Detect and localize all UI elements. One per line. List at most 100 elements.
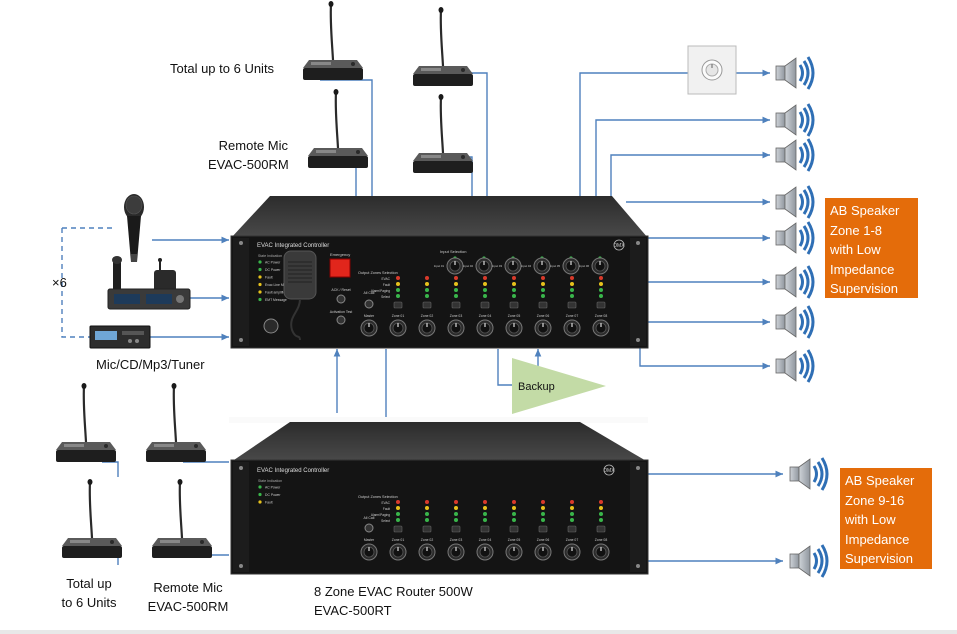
controller-brand: DMX	[613, 243, 625, 249]
input-select-knob[interactable]	[533, 257, 551, 275]
speaker-icon	[774, 264, 815, 300]
callout-zone-1-8-line: Supervision	[830, 281, 898, 296]
mic-socket	[263, 318, 279, 334]
bottom-units-line1: Total up	[66, 576, 112, 591]
state-label: EMT Message	[265, 298, 287, 302]
master-volume-knob[interactable]	[360, 543, 378, 561]
master-label: Master	[364, 538, 375, 542]
all-call-label: All Call	[364, 291, 375, 295]
sources-label: Mic/CD/Mp3/Tuner	[96, 357, 205, 372]
status-row-label: EVAC	[382, 501, 391, 505]
callout-zone-1-8: AB Speaker Zone 1-8 with Low Impedance S…	[825, 198, 918, 298]
input-select-knob[interactable]	[446, 257, 464, 275]
zone-label: Zone 03	[450, 314, 463, 318]
zone-volume-knob[interactable]	[505, 543, 523, 561]
bottom-units-line2: to 6 Units	[61, 595, 117, 610]
zone-volume-knob[interactable]	[476, 319, 494, 337]
zone-volume-knob[interactable]	[592, 319, 610, 337]
input-label: Input 04	[521, 264, 532, 268]
volume-control-icon	[687, 45, 737, 95]
ack-reset-button[interactable]	[336, 294, 346, 304]
zone-volume-knob[interactable]	[389, 543, 407, 561]
backup-amplifier: Backup	[512, 358, 606, 414]
zone-label: Zone 01	[392, 314, 405, 318]
state-led	[258, 275, 262, 279]
zone-label: Zone 03	[450, 538, 463, 542]
wireless-receiver-icon	[107, 288, 191, 310]
zone-volume-knob[interactable]	[418, 319, 436, 337]
all-call-button[interactable]	[364, 523, 374, 533]
state-label: AC Power	[265, 260, 281, 264]
state-label: DC Power	[265, 268, 281, 272]
times-six-label: ×6	[52, 275, 67, 290]
zone-label: Zone 06	[537, 314, 550, 318]
zone-volume-knob[interactable]	[418, 543, 436, 561]
zone-volume-knob[interactable]	[447, 543, 465, 561]
wireless-mic-icon	[112, 256, 122, 296]
speaker-icon	[774, 55, 815, 91]
fireman-mic-icon	[283, 250, 317, 341]
status-row-label: Select	[381, 519, 390, 523]
zone-volume-knob[interactable]	[534, 319, 552, 337]
bottom-rule	[0, 630, 957, 634]
status-row-label: Fault	[383, 507, 390, 511]
input-label: Input 02	[463, 264, 474, 268]
media-player-icon	[89, 325, 151, 349]
top-remote-mic-line1: Remote Mic	[218, 138, 288, 153]
zone-volume-knob[interactable]	[534, 543, 552, 561]
state-label: DC Power	[265, 493, 281, 497]
zone-volume-knob[interactable]	[389, 319, 407, 337]
activation-test-label: Activation Test	[330, 310, 353, 314]
all-call-button[interactable]	[364, 299, 374, 309]
zone-volume-knob[interactable]	[476, 543, 494, 561]
state-led	[258, 485, 262, 489]
zone-volume-knob[interactable]	[505, 319, 523, 337]
callout-zone-1-8-line: Zone 1-8	[830, 222, 883, 238]
zone-volume-knob[interactable]	[563, 319, 581, 337]
input-select-knob[interactable]	[562, 257, 580, 275]
bottom-remote-mic-line1: Remote Mic	[153, 580, 223, 595]
callout-zone-1-8-line: with Low	[830, 242, 881, 257]
ack-reset-label: ACK / Reset	[331, 288, 350, 292]
input-select-knob[interactable]	[475, 257, 493, 275]
zone-label: Zone 05	[508, 314, 521, 318]
master-label: Master	[364, 314, 375, 318]
zone-label: Zone 04	[479, 538, 492, 542]
state-led	[258, 267, 262, 272]
callout-zone-1-8-line: AB Speaker	[830, 203, 900, 218]
status-row-label: Alarm/Paging	[371, 513, 390, 517]
controller-title: EVAC Integrated Controller	[257, 243, 329, 249]
input-label: Input 06	[579, 264, 590, 268]
state-label: AC Power	[265, 485, 281, 489]
zone-volume-knob[interactable]	[447, 319, 465, 337]
state-led	[258, 297, 262, 302]
router-title: EVAC Integrated Controller	[257, 468, 329, 474]
router-model-label: 8 Zone EVAC Router 500W EVAC-500RT	[314, 582, 473, 620]
callout-zone-9-16: AB Speaker Zone 9-16 with Low Impedance …	[840, 468, 932, 569]
status-row-label: EVAC	[382, 277, 391, 281]
remote-mic-top-4	[411, 92, 475, 175]
zone-volume-knob[interactable]	[563, 543, 581, 561]
handheld-mic-icon	[124, 194, 144, 262]
bottom-remote-mic-line2: EVAC-500RM	[147, 599, 229, 614]
activation-test-button[interactable]	[336, 315, 346, 325]
speaker-icon	[774, 348, 815, 384]
input-selection-label: Input Selection	[440, 249, 466, 254]
emergency-button[interactable]	[329, 258, 351, 278]
bottom-remote-mic-label: Remote Mic EVAC-500RM	[140, 578, 236, 616]
zone-volume-knob[interactable]	[592, 543, 610, 561]
remote-mic-bottom-3	[60, 477, 124, 560]
state-led	[258, 500, 262, 504]
zone-label: Zone 06	[537, 538, 550, 542]
speaker-icon	[774, 137, 815, 173]
router-all-call-label: All Call	[364, 516, 375, 520]
input-select-knob[interactable]	[504, 257, 522, 275]
state-label: Evac Line Monitoring	[265, 283, 297, 287]
input-select-knob[interactable]	[591, 257, 609, 275]
master-volume-knob[interactable]	[360, 319, 378, 337]
zone-label: Zone 04	[479, 314, 492, 318]
